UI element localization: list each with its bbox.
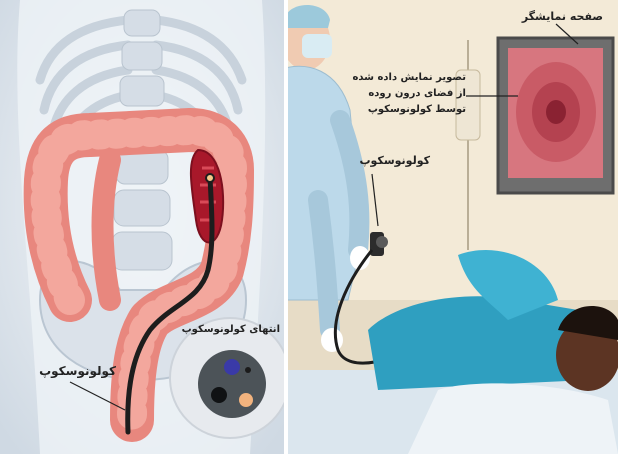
- right-pointers: [288, 0, 618, 454]
- colon-anatomy-illustration: انتهای کولونوسکوپ کولونوسکوپ: [0, 0, 284, 454]
- procedure-illustration: صفحه نمایشگر تصویر نمایش داده شده از فضا…: [288, 0, 618, 454]
- colonoscope-pointer: [0, 0, 284, 454]
